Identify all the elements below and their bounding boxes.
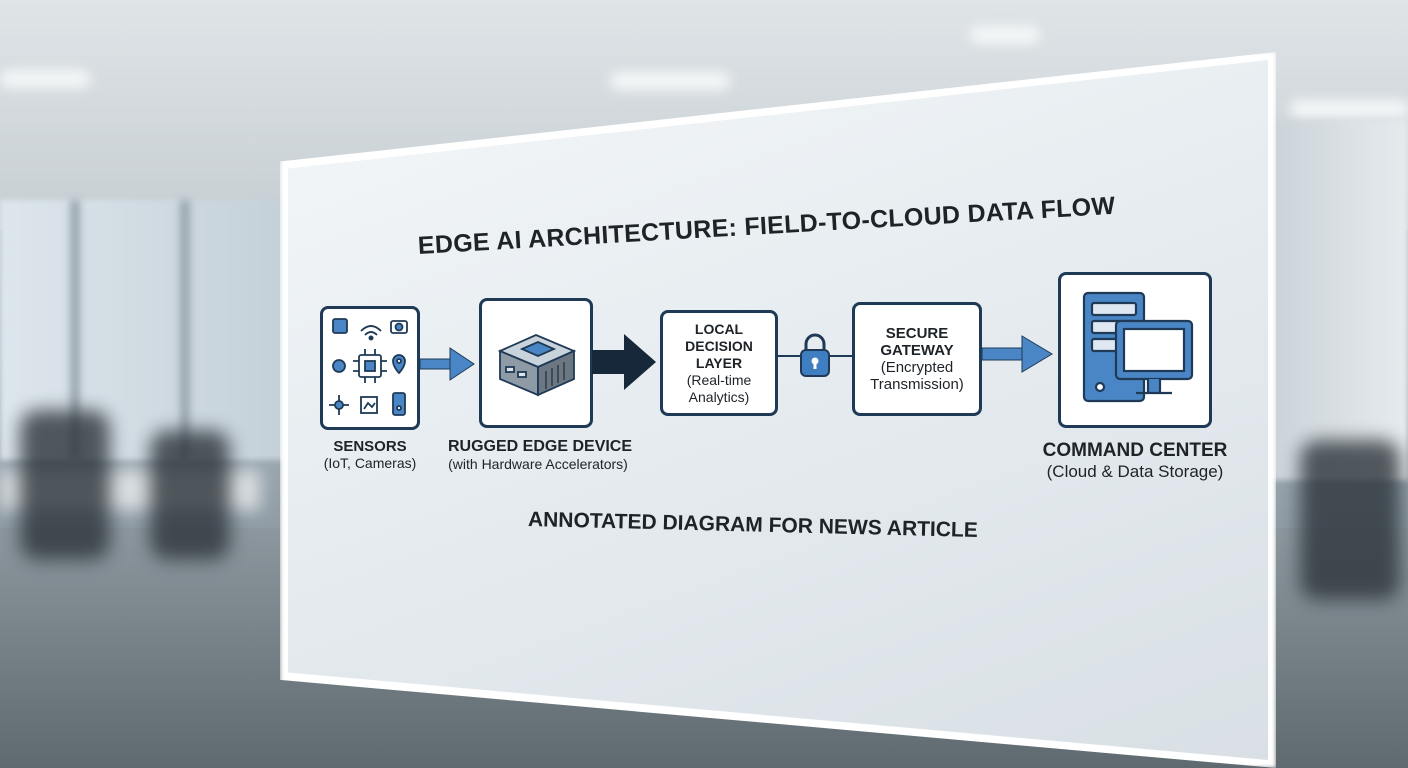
arrow-sensors-to-edge (420, 347, 475, 381)
lock-connector (778, 333, 852, 377)
edge-device-icon (486, 311, 586, 416)
sensors-sublabel: (IoT, Cameras) (323, 455, 417, 471)
padlock-icon (800, 333, 830, 377)
command-caption: COMMAND CENTER (Cloud & Data Storage) (1028, 440, 1242, 482)
gateway-title-line-1: SECURE (885, 325, 949, 342)
local-title-line-1: LOCAL (694, 320, 744, 337)
sensors-caption: SENSORS (IoT, Cameras) (310, 438, 430, 471)
sensors-label: SENSORS (333, 438, 407, 455)
edge-caption: RUGGED EDGE DEVICE (with Hardware Accele… (448, 438, 633, 472)
gateway-sub-line-1: (Encrypted (880, 359, 954, 376)
command-label: COMMAND CENTER (1042, 440, 1228, 461)
arrow-gateway-to-command (982, 335, 1053, 373)
diagram-subtitle: ANNOTATED DIAGRAM FOR NEWS ARTICLE (527, 508, 979, 542)
gateway-title-line-2: GATEWAY (880, 342, 954, 359)
sensors-box (320, 306, 420, 430)
local-sub-line-2: Analytics) (688, 388, 750, 405)
diagram-title: EDGE AI ARCHITECTURE: FIELD-TO-CLOUD DAT… (417, 191, 1117, 260)
server-monitor-icon (1070, 283, 1200, 418)
local-title-line-2: DECISION LAYER (685, 337, 753, 371)
edge-label: RUGGED EDGE DEVICE (448, 438, 633, 455)
secure-gateway-box: SECURE GATEWAY (Encrypted Transmission) (852, 302, 982, 416)
arrow-edge-to-local (592, 334, 656, 390)
command-sublabel: (Cloud & Data Storage) (1046, 462, 1224, 481)
local-decision-box: LOCAL DECISION LAYER (Real-time Analytic… (660, 310, 778, 416)
local-sub-line-1: (Real-time (686, 371, 752, 388)
gateway-sub-line-2: Transmission) (870, 376, 964, 393)
edge-sublabel: (with Hardware Accelerators) (448, 456, 628, 472)
sensors-grid-icon (325, 309, 415, 428)
command-center-box (1058, 272, 1212, 428)
edge-device-box (479, 298, 593, 428)
